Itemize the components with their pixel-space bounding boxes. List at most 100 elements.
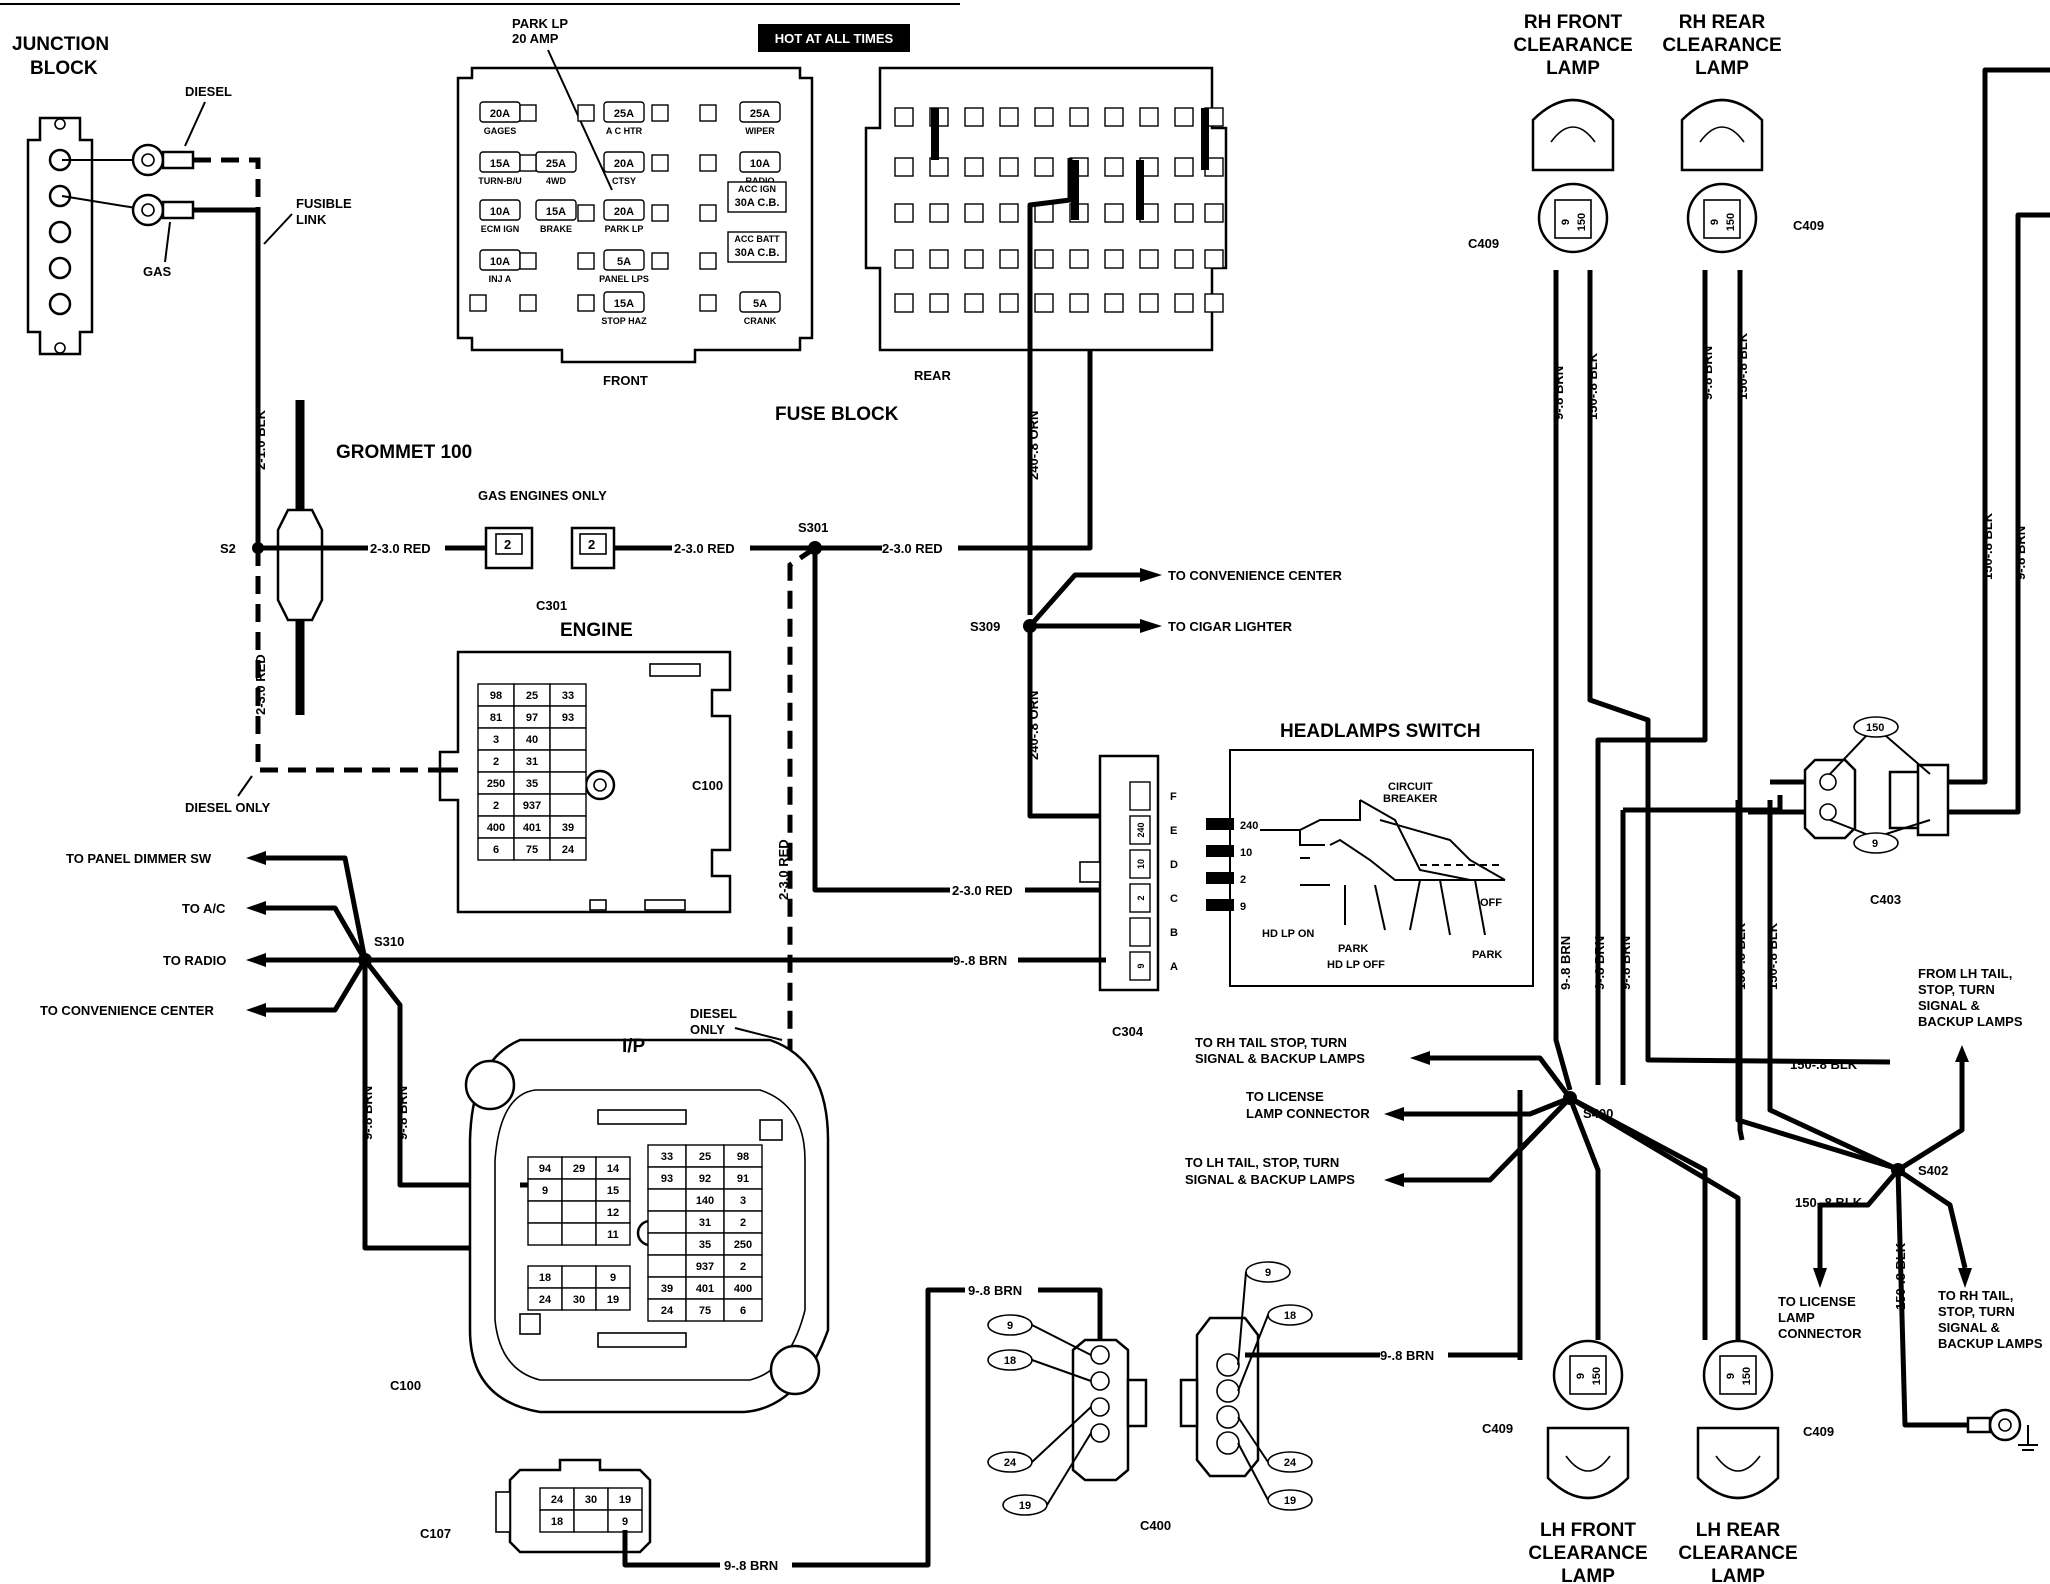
to-license-lamp2-label-3: CONNECTOR [1778,1326,1862,1341]
wire-label-brn-s400-1: 9-.8 BRN [1558,936,1573,990]
lamp-title: LAMP [1711,1566,1765,1584]
fuse-name: RADIO [746,176,775,186]
c304-label: C304 [1112,1024,1144,1039]
ip-low-cell [561,1265,597,1289]
ip-mid-pin: 6 [740,1305,746,1317]
fuse [739,151,781,173]
c100-engine-pin: 401 [523,822,541,834]
fuse [739,291,781,313]
c400-cavity [1216,1431,1240,1455]
fuse-socket [651,154,669,172]
wire-label-brn-rr: 9-.8 BRN [1700,346,1715,400]
fuse-rear-socket [1139,249,1159,269]
fuse-name: PANEL LPS [599,274,649,284]
hot-at-all-times-label: HOT AT ALL TIMES [775,31,894,46]
fuse-rear-socket [1069,107,1089,127]
c100-engine-pin: 400 [487,822,505,834]
junction-block-title-1: JUNCTION [12,34,109,55]
c400-leader [1031,1406,1092,1463]
c400-leader [1046,1432,1092,1506]
c100-engine-cell [549,771,587,795]
c400-cavity [1216,1379,1240,1403]
c400-pin-label: 9 [1265,1267,1271,1279]
fuse-name: INJ A [489,274,512,284]
ip-mid-pin: 401 [696,1283,714,1295]
fuse-rear-socket [1174,107,1194,127]
fuse-socket [519,154,537,172]
c400-pin-label: 9 [1007,1320,1013,1332]
c409-body [1719,1355,1757,1395]
c107-pin: 18 [551,1516,563,1528]
c100-engine-pin: 40 [526,734,538,746]
fuse-rear-socket [894,157,914,177]
fuse-amp: 15A [546,206,566,218]
wire-label-red-vert: 2-3.0 RED [253,654,268,715]
fuse-socket [469,294,487,312]
fuse-socket [699,204,717,222]
c409-pin: 9 [1575,1373,1587,1379]
c400-cavity [1090,1423,1110,1443]
fuse-name: A C HTR [606,126,643,136]
lamp-title: CLEARANCE [1662,35,1781,56]
from-lh-tail-label-1: FROM LH TAIL, [1918,966,2012,981]
fuse-amp: 20A [614,158,634,170]
fuse-socket [651,104,669,122]
fuse-rear-socket [1034,157,1054,177]
fuse-rear-socket [964,293,984,313]
from-lh-tail-label-2: STOP, TURN [1918,982,1995,997]
c100-engine-pin: 2 [493,756,499,768]
c304-pin-letter: E [1170,825,1177,837]
ip-mid-pin: 2 [740,1217,746,1229]
ip-mid-pin: 35 [699,1239,711,1251]
ip-left-pin: 15 [607,1185,619,1197]
c100-engine-pin: 35 [526,778,538,790]
gas-label: GAS [143,264,172,279]
hot-at-all-times-badge [758,24,910,52]
lamp-bulb [1550,126,1596,143]
wire-label-blk-s402-3: 150-.8 BLK [1795,1195,1863,1210]
c409-pin: 150 [1576,213,1588,231]
c304-pin-cell [1129,951,1151,981]
c100-engine-cell [549,793,587,817]
grommet-100: GROMMET 100 [276,400,472,715]
c100-engine-label: C100 [692,778,723,793]
diesel-label: DIESEL [185,84,232,99]
fuse-socket [651,204,669,222]
fuse-amp: 25A [546,158,566,170]
fuse-rear-socket [894,203,914,223]
from-lh-tail-label-4: BACKUP LAMPS [1918,1014,2023,1029]
ip-mid-pin: 33 [661,1151,673,1163]
fuse-amp: 15A [614,298,634,310]
lamp-title: RH FRONT [1524,12,1623,33]
c100-engine-cell [549,749,587,773]
c100-ip-label: C100 [390,1378,421,1393]
ip-left-cell [561,1200,597,1224]
ip-left-cell [595,1222,631,1246]
to-rh-tail-label-1: TO RH TAIL STOP, TURN [1195,1035,1347,1050]
fuse-rear-socket [929,203,949,223]
fuse-rear-socket [964,249,984,269]
c100-engine-pin: 24 [562,844,575,856]
to-rh-tail2-label-2: STOP, TURN [1938,1304,2015,1319]
headlamps-switch-pin-label: 2 [1240,874,1246,886]
c107-label: C107 [420,1526,451,1541]
off-label: OFF [1480,897,1502,909]
from-lh-tail-label-3: SIGNAL & [1918,998,1980,1013]
fuse-amp: 15A [490,158,510,170]
c400-leader [1031,1324,1092,1356]
c304-pin-letter: A [1170,961,1178,973]
engine-label: ENGINE [560,620,633,641]
fuse-name: CRANK [744,316,777,326]
ground-eyelet [1966,1408,2038,1451]
wire-label-red-5: 2-3.0 RED [776,839,791,900]
c304-pin-letter: F [1170,791,1177,803]
fuse-name: TURN-B/U [478,176,522,186]
ip-mid-cell [723,1298,763,1322]
c100-engine-pin: 39 [562,822,574,834]
fuse-name: GAGES [484,126,517,136]
fuse-socket [699,154,717,172]
